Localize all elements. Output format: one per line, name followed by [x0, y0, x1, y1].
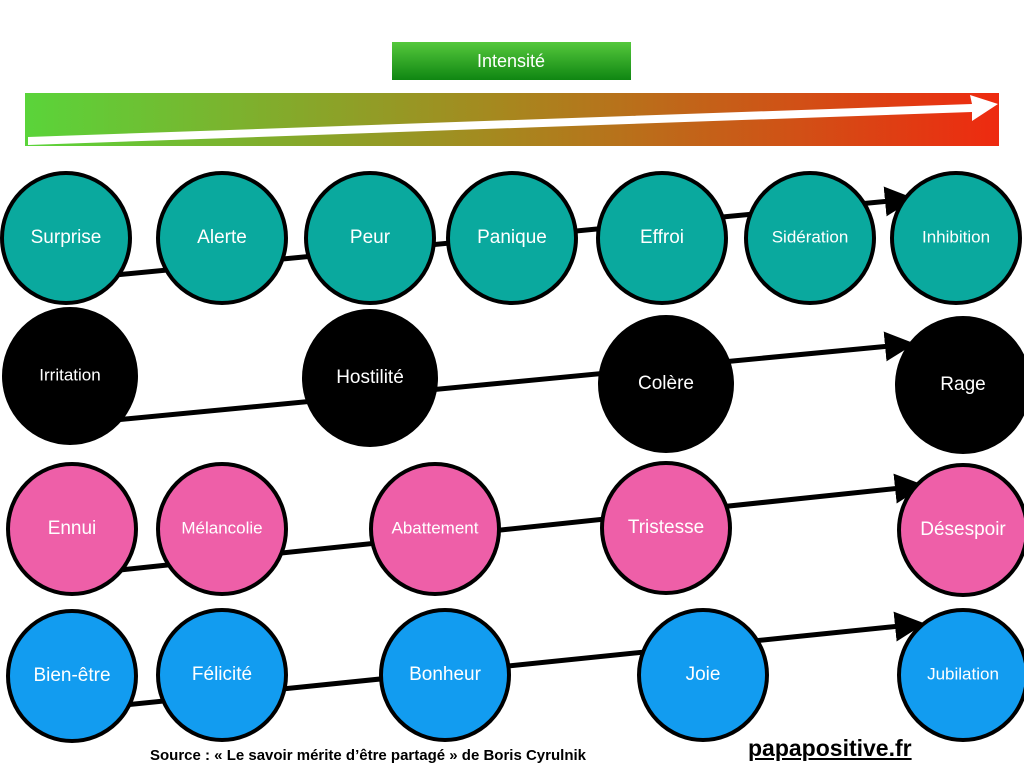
- emotion-label: Ennui: [48, 518, 97, 539]
- emotion-label: Hostilité: [336, 367, 404, 388]
- row-arrow: [114, 331, 915, 423]
- emotion-label: Peur: [350, 227, 391, 248]
- emotion-label: Sidération: [772, 227, 849, 246]
- emotion-label: Rage: [940, 374, 985, 395]
- emotion-label: Inhibition: [922, 227, 990, 246]
- emotion-label: Bien-être: [33, 665, 110, 686]
- intensity-title-box: [392, 42, 631, 80]
- emotion-circle: [637, 608, 769, 742]
- emotion-label: Jubilation: [927, 664, 999, 683]
- emotion-circle: [6, 609, 138, 743]
- emotion-circle: [598, 315, 734, 453]
- emotion-circle: [446, 171, 578, 305]
- emotion-circle: [156, 462, 288, 596]
- emotion-circle: [600, 461, 732, 595]
- emotion-circle: [379, 608, 511, 742]
- emotion-circle: [897, 608, 1024, 742]
- emotion-label: Bonheur: [409, 664, 482, 685]
- emotion-circle: [890, 171, 1022, 305]
- site-link[interactable]: papapositive.fr: [748, 735, 912, 761]
- emotion-circle: [2, 307, 138, 445]
- emotion-label: Surprise: [31, 227, 102, 248]
- emotion-circle: [156, 608, 288, 742]
- emotion-row: Bien-être Félicité Bonheur Joie Jubilation: [6, 608, 1024, 743]
- emotion-circle: [0, 171, 132, 305]
- emotion-label: Félicité: [192, 664, 252, 685]
- emotion-label: Abattement: [392, 518, 479, 537]
- emotion-circle: [6, 462, 138, 596]
- emotion-circle: [744, 171, 876, 305]
- emotion-circle: [596, 171, 728, 305]
- emotion-label: Mélancolie: [181, 518, 262, 537]
- emotion-label: Tristesse: [628, 517, 704, 538]
- emotion-row: Ennui Mélancolie Abattement Tristesse Désesp…: [6, 461, 1024, 597]
- emotion-label: Effroi: [640, 227, 684, 248]
- emotion-circle: [895, 316, 1024, 454]
- intensity-arrow: [28, 95, 998, 145]
- emotion-circle: [156, 171, 288, 305]
- emotion-row: Surprise Alerte Peur Panique Effroi Sidératio…: [0, 171, 1022, 305]
- emotion-label: Irritation: [39, 365, 100, 384]
- emotion-circle: [369, 462, 501, 596]
- emotion-circle: [302, 309, 438, 447]
- emotion-label: Panique: [477, 227, 547, 248]
- emotion-row: Irritation Hostilité Colère Rage: [2, 307, 1024, 454]
- emotion-label: Alerte: [197, 227, 247, 248]
- emotion-circle: [304, 171, 436, 305]
- emotion-label: Désespoir: [920, 519, 1006, 540]
- emotion-label: Colère: [638, 373, 694, 394]
- source-credit: Source : « Le savoir mérite d’être parta…: [150, 747, 586, 764]
- emotion-label: Joie: [686, 664, 721, 685]
- intensity-title: Intensité: [477, 51, 545, 71]
- emotion-circle: [897, 463, 1024, 597]
